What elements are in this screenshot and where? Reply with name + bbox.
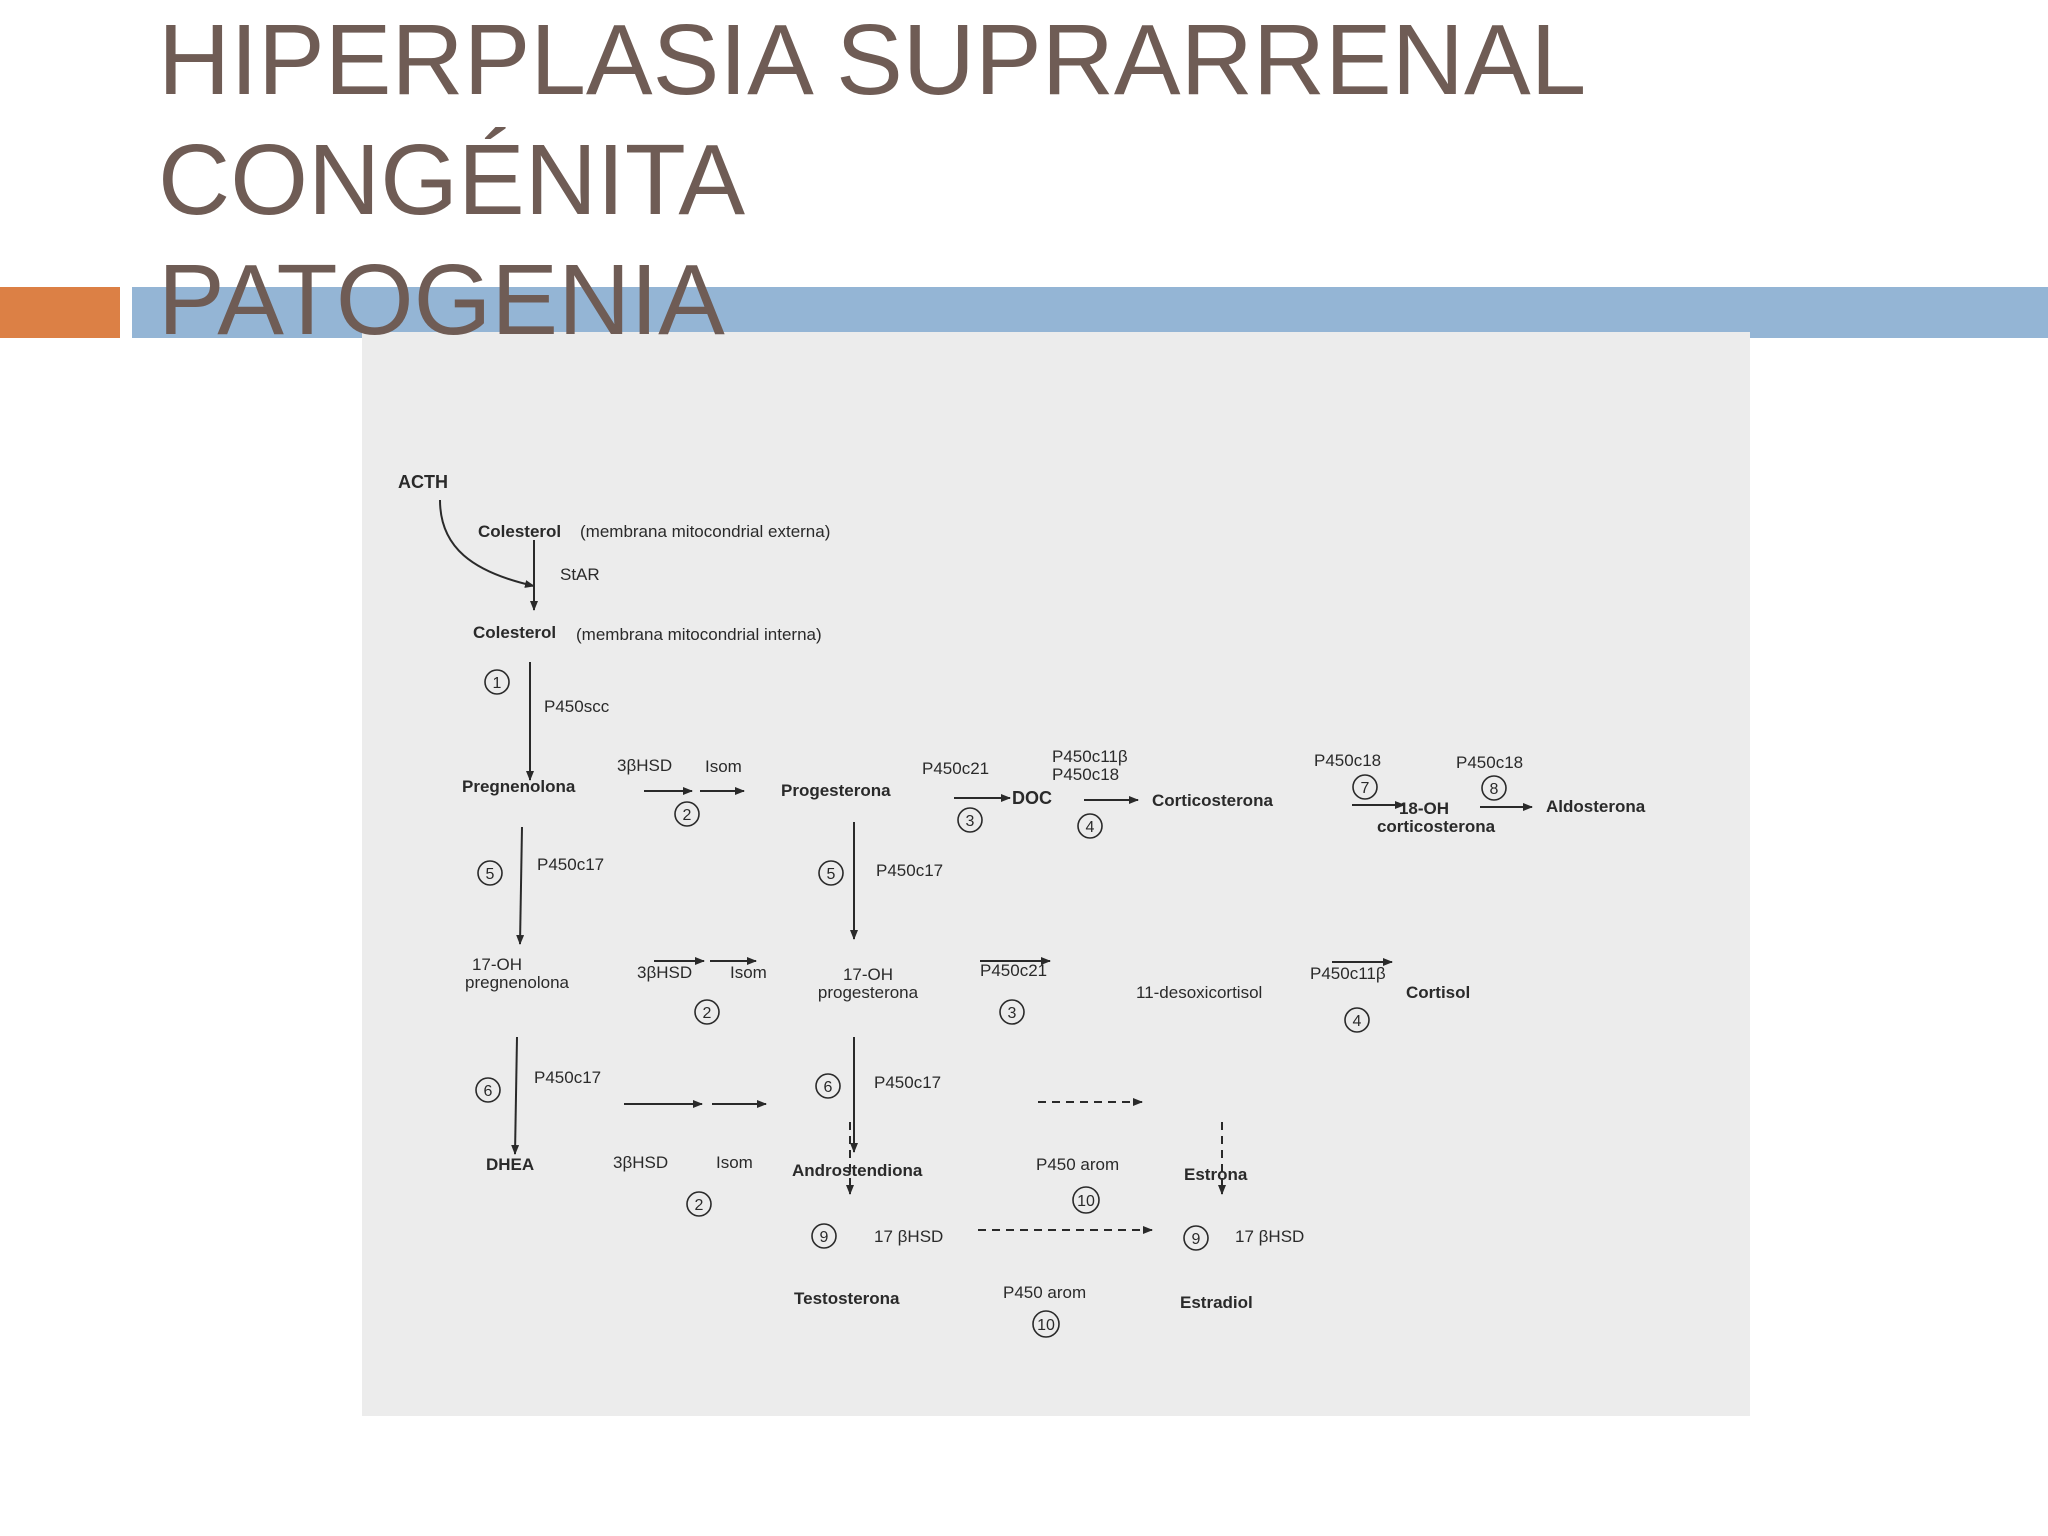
enzyme-p450arom-b: P450 arom bbox=[1003, 1283, 1086, 1302]
step-num-4a: 4 bbox=[1086, 819, 1095, 836]
step-num-2c: 2 bbox=[695, 1197, 704, 1214]
testosterona-label: Testosterona bbox=[794, 1289, 900, 1308]
step-circle-9a bbox=[811, 1223, 837, 1249]
enzyme-p450scc: P450scc bbox=[544, 697, 610, 716]
step-circle-3b bbox=[999, 999, 1025, 1025]
step-circle-6a bbox=[475, 1077, 501, 1103]
title-line-1: HIPERPLASIA SUPRARRENAL bbox=[158, 4, 1587, 116]
step-circle-5a bbox=[477, 860, 503, 886]
acth-curve-arrow bbox=[439, 499, 535, 588]
progesterona-label: Progesterona bbox=[781, 781, 891, 800]
step-circle-5b bbox=[818, 860, 844, 886]
colesterol-int-note: (membrana mitocondrial interna) bbox=[576, 625, 822, 644]
step-circle-2b bbox=[694, 999, 720, 1025]
estrona-label: Estrona bbox=[1184, 1165, 1248, 1184]
colesterol-ext-label: Colesterol bbox=[478, 522, 561, 541]
enzyme-p450c17-d: P450c17 bbox=[874, 1073, 941, 1092]
accent-bar-blue bbox=[132, 287, 2048, 338]
step-num-8: 8 bbox=[1490, 781, 1499, 798]
dhea-label: DHEA bbox=[486, 1155, 534, 1174]
estradiol-label: Estradiol bbox=[1180, 1293, 1253, 1312]
enzyme-p450arom-a: P450 arom bbox=[1036, 1155, 1119, 1174]
slide-title: HIPERPLASIA SUPRARRENAL CONGÉNITA PATOGE… bbox=[158, 0, 1586, 360]
step-circle-8 bbox=[1481, 775, 1507, 801]
arrow-17ohpreg-dhea bbox=[511, 1036, 520, 1155]
step-circle-2a bbox=[674, 801, 700, 827]
oh18-label-a: 18-OH bbox=[1399, 799, 1449, 818]
enzyme-p450c21-row1: P450c21 bbox=[922, 759, 989, 778]
enzyme-p450c18-row1b: P450c18 bbox=[1314, 751, 1381, 770]
step-circle-4b bbox=[1344, 1007, 1370, 1033]
step-num-6b: 6 bbox=[824, 1079, 833, 1096]
step-num-10b: 10 bbox=[1037, 1317, 1055, 1334]
step-num-3a: 3 bbox=[966, 813, 975, 830]
step-circle-9b bbox=[1183, 1225, 1209, 1251]
step-num-6a: 6 bbox=[484, 1083, 493, 1100]
enzyme-17bhsd-a: 17 βHSD bbox=[874, 1227, 943, 1246]
steroidogenesis-diagram: 1 2 3 4 7 8 5 5 2 3 4 6 6 2 10 9 9 10 AC… bbox=[362, 332, 1750, 1416]
step-num-10a: 10 bbox=[1077, 1193, 1095, 1210]
oh17-preg-label-b: pregnenolona bbox=[465, 973, 570, 992]
pregnenolona-label: Pregnenolona bbox=[462, 777, 576, 796]
enzyme-isom-row1: Isom bbox=[705, 757, 742, 776]
enzyme-p450c11b-row1: P450c11β bbox=[1052, 747, 1128, 766]
star-label: StAR bbox=[560, 565, 600, 584]
enzyme-p450c17-a: P450c17 bbox=[537, 855, 604, 874]
step-num-3b: 3 bbox=[1008, 1005, 1017, 1022]
enzyme-p450c17-b: P450c17 bbox=[876, 861, 943, 880]
step-circle-6b bbox=[815, 1073, 841, 1099]
acth-label: ACTH bbox=[398, 472, 448, 492]
oh17-prog-label-b: progesterona bbox=[818, 983, 919, 1002]
oh18-label-b: corticosterona bbox=[1377, 817, 1496, 836]
step-num-2a: 2 bbox=[683, 807, 692, 824]
step-num-2b: 2 bbox=[703, 1005, 712, 1022]
enzyme-3bhsd-row2: 3βHSD bbox=[637, 963, 692, 982]
step-circle-10b bbox=[1032, 1310, 1060, 1338]
step-num-5a: 5 bbox=[486, 866, 495, 883]
colesterol-int-label: Colesterol bbox=[473, 623, 556, 642]
enzyme-isom-row2: Isom bbox=[730, 963, 767, 982]
corticosterona-label: Corticosterona bbox=[1152, 791, 1273, 810]
step-circle-3a bbox=[957, 807, 983, 833]
enzyme-17bhsd-b: 17 βHSD bbox=[1235, 1227, 1304, 1246]
enzyme-p450c18-row1a: P450c18 bbox=[1052, 765, 1119, 784]
accent-bar-orange bbox=[0, 287, 120, 338]
pathway-svg: 1 2 3 4 7 8 5 5 2 3 4 6 6 2 10 9 9 10 AC… bbox=[398, 472, 1646, 1338]
cortisol-label: Cortisol bbox=[1406, 983, 1470, 1002]
step-circle-2c bbox=[686, 1191, 712, 1217]
enzyme-p450c18-row1c: P450c18 bbox=[1456, 753, 1523, 772]
colesterol-ext-note: (membrana mitocondrial externa) bbox=[580, 522, 830, 541]
step-circle-10a bbox=[1072, 1186, 1100, 1214]
step-num-1: 1 bbox=[493, 675, 502, 692]
enzyme-isom-row3: Isom bbox=[716, 1153, 753, 1172]
arrow-preg-17oh bbox=[516, 826, 525, 945]
title-line-2: CONGÉNITA bbox=[158, 124, 746, 236]
androstendiona-label: Androstendiona bbox=[792, 1161, 923, 1180]
step-circle-7 bbox=[1352, 774, 1378, 800]
enzyme-p450c11b-row2: P450c11β bbox=[1310, 964, 1386, 983]
step-num-9b: 9 bbox=[1192, 1231, 1201, 1248]
oh17-preg-label-a: 17-OH bbox=[472, 955, 522, 974]
step-num-9a: 9 bbox=[820, 1229, 829, 1246]
aldosterona-label: Aldosterona bbox=[1546, 797, 1646, 816]
enzyme-3bhsd-row1: 3βHSD bbox=[617, 756, 672, 775]
step-num-4b: 4 bbox=[1353, 1013, 1362, 1030]
doc-label: DOC bbox=[1012, 788, 1052, 808]
oh17-prog-label-a: 17-OH bbox=[843, 965, 893, 984]
step-circle-4a bbox=[1077, 813, 1103, 839]
desoxicortisol-label: 11-desoxicortisol bbox=[1136, 983, 1262, 1002]
enzyme-p450c17-c: P450c17 bbox=[534, 1068, 601, 1087]
step-num-5b: 5 bbox=[827, 866, 836, 883]
enzyme-3bhsd-row3: 3βHSD bbox=[613, 1153, 668, 1172]
step-num-7: 7 bbox=[1361, 780, 1370, 797]
enzyme-p450c21-row2: P450c21 bbox=[980, 961, 1047, 980]
title-line-3: PATOGENIA bbox=[158, 244, 725, 356]
step-circle-1 bbox=[484, 669, 510, 695]
